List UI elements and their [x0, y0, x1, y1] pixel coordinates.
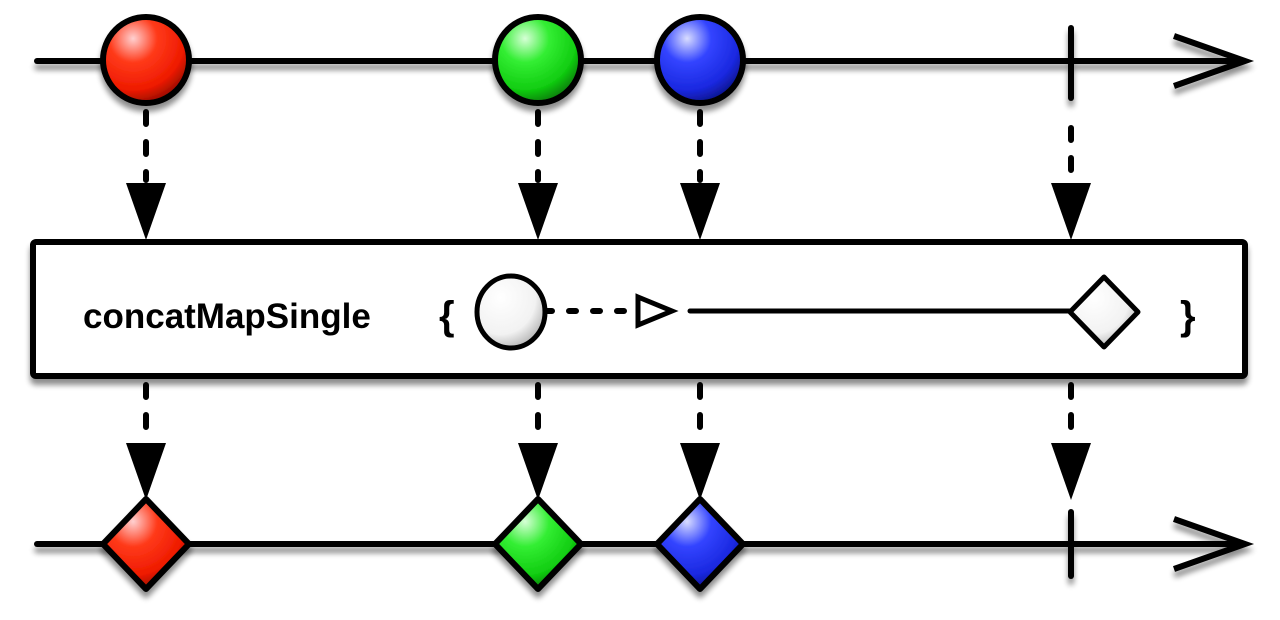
operator-box: concatMapSingle { } [30, 239, 1248, 379]
open-brace: { [439, 294, 455, 338]
input-arrow-red-arrowhead-icon [126, 183, 166, 240]
input-arrow-completion-arrowhead-icon [1051, 183, 1091, 240]
input-marble-green-circle [492, 14, 584, 106]
input-timeline [34, 25, 1255, 101]
input-marble-red-circle [100, 14, 192, 106]
input-timeline-arrowhead [1173, 33, 1255, 89]
input-arrow-blue-arrowhead-icon [680, 183, 720, 240]
output-marbles [100, 496, 746, 592]
operator-to-output-arrows [126, 382, 1091, 500]
inner-open-triangle-icon [635, 293, 679, 329]
output-marble-blue-diamond [654, 496, 746, 592]
output-arrow-completion-arrowhead-icon [1051, 443, 1091, 500]
output-arrow-blue-arrowhead-icon [680, 443, 720, 500]
input-arrow-green-arrowhead-icon [518, 183, 558, 240]
output-timeline [34, 509, 1255, 579]
input-marble-blue-circle [654, 14, 746, 106]
input-to-operator-arrows [126, 109, 1091, 240]
output-timeline-arrowhead [1173, 516, 1255, 572]
inner-result-diamond-icon [1067, 274, 1141, 350]
output-arrow-red-arrowhead-icon [126, 443, 166, 500]
inner-single-illustration [474, 273, 1141, 351]
input-marbles [100, 14, 746, 106]
inner-source-circle-icon [474, 273, 548, 351]
output-marble-green-diamond [492, 496, 584, 592]
output-arrow-green-arrowhead-icon [518, 443, 558, 500]
close-brace: } [1180, 294, 1196, 338]
output-marble-red-diamond [100, 496, 192, 592]
operator-name: concatMapSingle [83, 297, 371, 336]
